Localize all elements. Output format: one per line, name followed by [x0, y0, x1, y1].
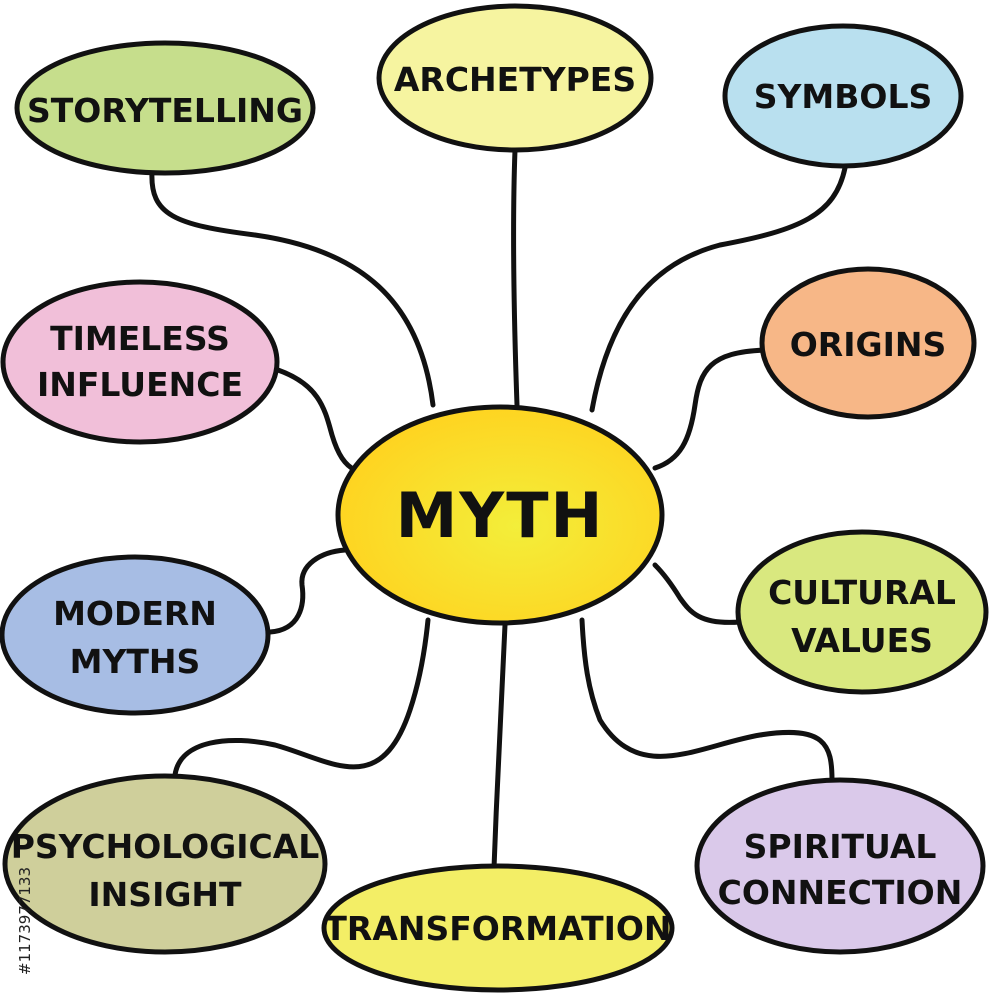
- label-timeless-line-1: TIMELESS: [50, 319, 230, 358]
- bubble-symbols[interactable]: SYMBOLS: [722, 23, 964, 169]
- label-cultural-line-1: CULTURAL: [768, 573, 956, 612]
- label-psychological-line-1: PSYCHOLOGICAL: [11, 827, 320, 866]
- label-spiritual-line-1: SPIRITUAL: [744, 827, 937, 866]
- bubble-symbols-shape: [722, 23, 964, 169]
- connector-cultural-values: [652, 562, 743, 625]
- label-origins: ORIGINS: [790, 325, 947, 364]
- bubble-spiritual-connection[interactable]: SPIRITUAL CONNECTION: [694, 777, 986, 955]
- bubble-archetypes[interactable]: ARCHETYPES: [376, 3, 654, 153]
- label-modern-line-1: MODERN: [53, 594, 217, 633]
- label-modern-line-2: MYTHS: [70, 642, 201, 681]
- bubble-storytelling[interactable]: STORYTELLING: [14, 40, 316, 176]
- connector-symbols: [589, 165, 848, 413]
- label-spiritual-line-2: CONNECTION: [718, 873, 963, 912]
- label-transformation: TRANSFORMATION: [324, 909, 671, 948]
- bubble-origins-shape: [759, 266, 977, 420]
- connector-spiritual-connection: [579, 617, 835, 783]
- watermark-id: #1173977133: [16, 867, 34, 975]
- bubble-timeless-influence[interactable]: TIMELESS INFLUENCE: [0, 279, 280, 445]
- bubble-cultural-values-shape: [735, 529, 989, 695]
- bubble-transformation[interactable]: TRANSFORMATION: [321, 863, 675, 993]
- bubble-storytelling-shape: [14, 40, 316, 176]
- bubble-archetypes-shape: [376, 3, 654, 153]
- connector-storytelling: [149, 169, 436, 408]
- label-storytelling: STORYTELLING: [27, 91, 303, 130]
- bubble-psychological-insight-shape: [2, 773, 328, 955]
- label-timeless-line-2: INFLUENCE: [37, 365, 243, 404]
- bubble-cultural-values[interactable]: CULTURAL VALUES: [735, 529, 989, 695]
- center-bubble-shape: [335, 404, 665, 626]
- bubble-origins[interactable]: ORIGINS: [759, 266, 977, 420]
- connector-origins: [652, 347, 768, 471]
- connector-archetypes: [511, 147, 520, 408]
- center-label: MYTH: [396, 479, 605, 552]
- connector-psychological-insight: [172, 617, 431, 778]
- label-symbols: SYMBOLS: [754, 77, 933, 116]
- connector-modern-myths: [267, 547, 348, 635]
- bubble-spiritual-connection-shape: [694, 777, 986, 955]
- connector-timeless-influence: [275, 367, 358, 473]
- connector-lines: [149, 147, 848, 871]
- label-psychological-line-2: INSIGHT: [88, 875, 242, 914]
- bubble-modern-myths-shape: [0, 554, 271, 716]
- bubble-psychological-insight[interactable]: PSYCHOLOGICAL INSIGHT: [2, 773, 328, 955]
- connector-transformation: [491, 622, 508, 871]
- label-archetypes: ARCHETYPES: [394, 60, 636, 99]
- bubble-timeless-influence-shape: [0, 279, 280, 445]
- bubble-modern-myths[interactable]: MODERN MYTHS: [0, 554, 271, 716]
- label-cultural-line-2: VALUES: [791, 621, 933, 660]
- bubble-transformation-shape: [321, 863, 675, 993]
- center-bubble-myth[interactable]: MYTH: [335, 404, 665, 626]
